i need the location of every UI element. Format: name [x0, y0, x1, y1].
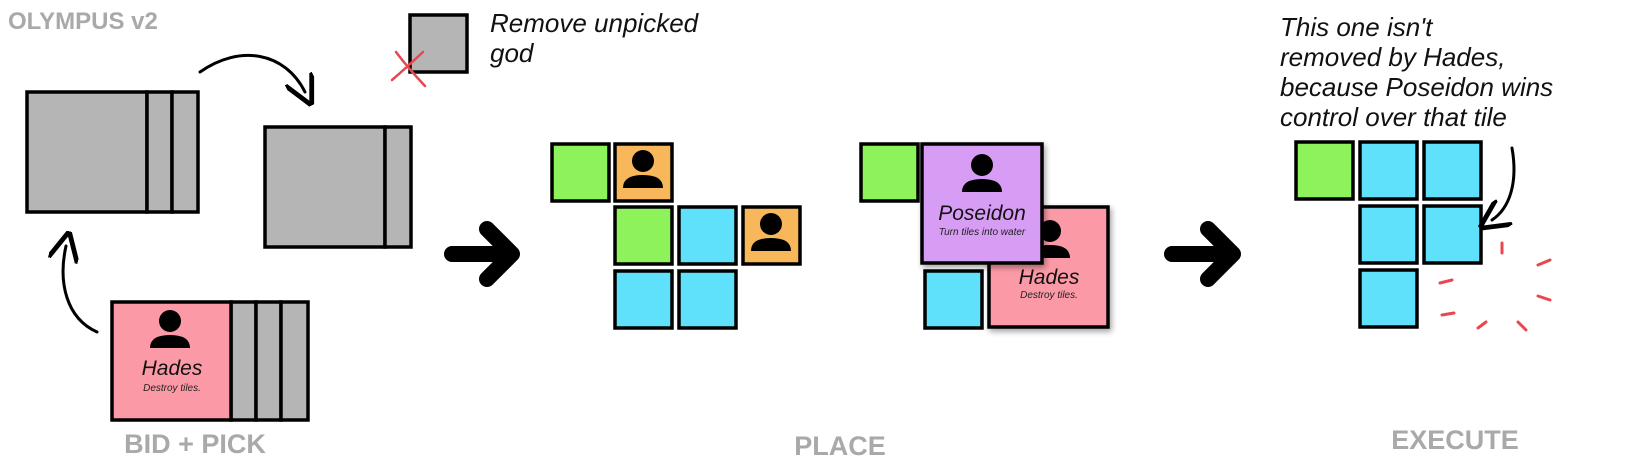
board-execute — [1294, 140, 1483, 329]
card-stack-remaining — [263, 125, 413, 249]
water-tile — [677, 269, 738, 330]
note-remove-line-2: god — [490, 38, 535, 68]
board-place — [550, 142, 802, 330]
execute-section: This one isn't removed by Hades, because… — [1280, 12, 1560, 455]
hades-card-stack: Hades Destroy tiles. — [110, 300, 310, 422]
water-tile — [1422, 140, 1483, 201]
curved-arrow-note — [1492, 146, 1516, 220]
note-remove-unpicked: Remove unpicked god — [490, 8, 705, 68]
poseidon-card-name: Poseidon — [938, 202, 1026, 225]
bid-pick-section: Remove unpicked god Hades Destroy tiles.… — [25, 8, 705, 459]
arrow-right-icon — [1164, 221, 1241, 287]
water-tile — [923, 269, 984, 330]
cross-icon — [390, 50, 427, 88]
phase-label-bid-pick: BID + PICK — [124, 429, 266, 459]
diagram-title: OLYMPUS v2 — [8, 8, 158, 35]
water-tile — [1358, 140, 1419, 201]
note-not-removed-line-4: control over that tile — [1280, 102, 1507, 132]
grass-tile — [859, 142, 920, 203]
arrow-right-icon — [444, 221, 520, 287]
grass-tile — [1294, 140, 1355, 201]
note-not-removed-line-1: This one isn't — [1280, 12, 1434, 42]
note-remove-line-1: Remove unpicked — [490, 8, 700, 38]
note-not-removed: This one isn't removed by Hades, because… — [1280, 12, 1560, 132]
grass-tile — [613, 205, 674, 266]
hades-placed-ability: Destroy tiles. — [1020, 290, 1078, 301]
card-stack-back — [25, 90, 200, 214]
poseidon-card-ability: Turn tiles into water — [939, 227, 1026, 238]
board-place-with-cards: Hades Destroy tiles. Poseidon Turn tiles… — [859, 142, 1110, 330]
destroyed-tile-mark — [1438, 241, 1552, 332]
water-tile — [1358, 204, 1419, 265]
phase-label-execute: EXECUTE — [1391, 425, 1519, 455]
removed-card — [390, 13, 469, 88]
phase-label-place: PLACE — [794, 431, 886, 461]
curved-arrow-left — [63, 246, 99, 334]
water-tile — [1358, 268, 1419, 329]
note-not-removed-line-3: because Poseidon wins — [1280, 72, 1553, 102]
note-not-removed-line-2: removed by Hades, — [1280, 42, 1505, 72]
hades-card-ability: Destroy tiles. — [143, 383, 201, 394]
curved-arrow-top — [198, 53, 305, 92]
water-tile — [613, 269, 674, 330]
hades-card-name: Hades — [142, 357, 203, 380]
water-tile — [1422, 204, 1483, 265]
grass-tile — [550, 142, 611, 203]
hades-placed-name: Hades — [1019, 266, 1080, 289]
water-tile — [677, 205, 738, 266]
place-section: Hades Destroy tiles. Poseidon Turn tiles… — [550, 142, 1110, 461]
